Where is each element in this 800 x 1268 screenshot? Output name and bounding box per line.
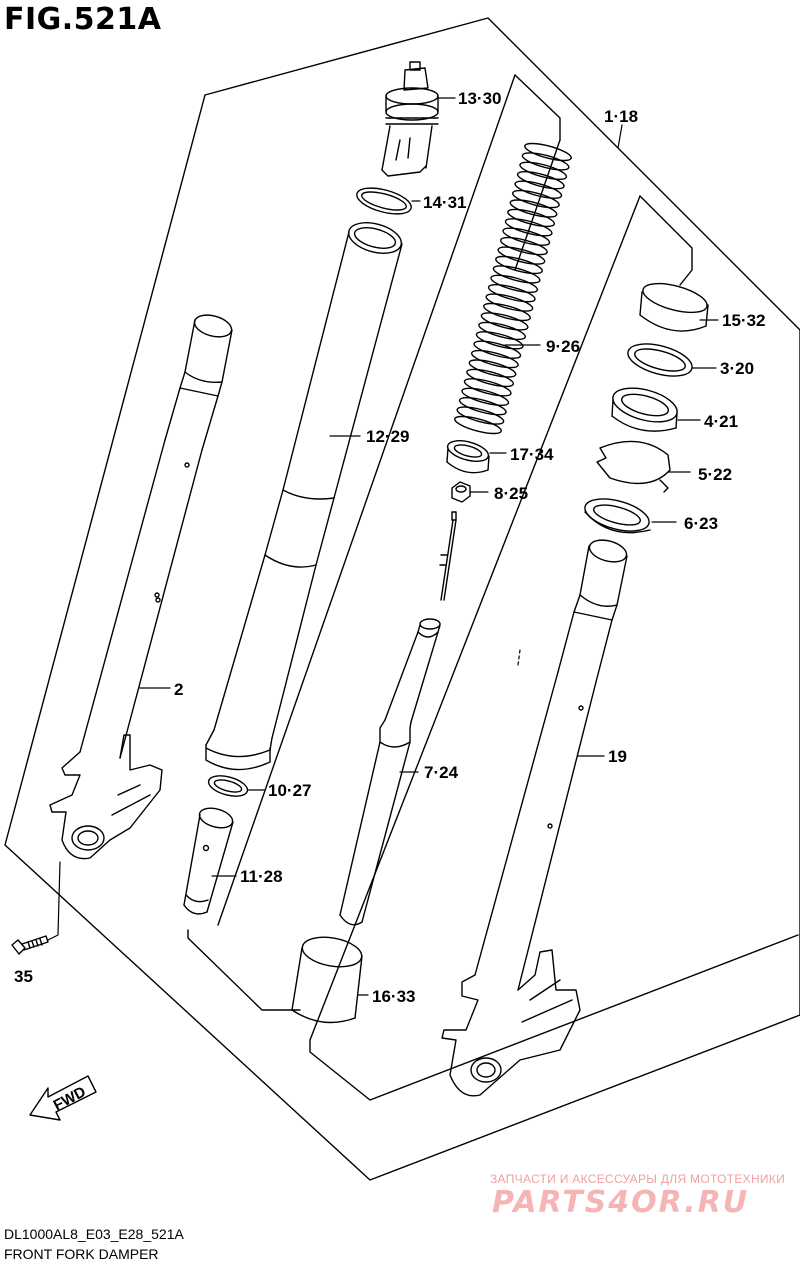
spring-coil — [497, 246, 546, 265]
fwd-label: FWD — [51, 1083, 89, 1114]
watermark-brand: PARTS4OR.RU — [492, 1185, 750, 1220]
part-2-inner-tube — [49, 314, 233, 860]
spring-coil — [456, 406, 505, 425]
spring-coil — [504, 218, 553, 237]
spring-coil — [473, 340, 522, 359]
spring-coil — [487, 284, 536, 303]
spring-coil — [480, 312, 529, 331]
part-17-spacer — [446, 440, 490, 474]
part-10-bushing — [207, 775, 249, 797]
figure-title: FIG.521A — [4, 2, 162, 37]
label-13: 13·30 — [458, 89, 501, 108]
spring-coil — [466, 368, 515, 388]
part-4-oil-seal — [611, 387, 678, 432]
part-3-ring — [627, 343, 693, 377]
label-4: 4·21 — [704, 412, 738, 431]
spring-coil — [478, 321, 527, 341]
part-labels: 13·30 1·18 14·31 15·32 9·26 3·20 4·21 12… — [14, 89, 765, 1114]
figure-caption: FRONT FORK DAMPER — [4, 1246, 159, 1262]
part-15-dust-seal — [639, 282, 709, 332]
label-12: 12·29 — [366, 427, 409, 446]
spring-coil — [483, 302, 531, 322]
spring-coil — [514, 180, 563, 199]
label-35: 35 — [14, 967, 33, 986]
spring-coil — [495, 255, 543, 275]
model-code: DL1000AL8_E03_E28_521A — [4, 1226, 184, 1242]
spring-coil — [524, 142, 572, 162]
spring-coil — [485, 293, 534, 312]
part-9-spring — [454, 142, 572, 435]
spring-coil — [492, 265, 541, 284]
part-5-circlip — [596, 440, 671, 492]
spring-coil — [499, 236, 548, 256]
spring-coil — [521, 152, 570, 171]
label-16: 16·33 — [372, 987, 415, 1006]
part-16-collar — [291, 936, 363, 1024]
part-6-seal — [584, 498, 651, 534]
label-9: 9·26 — [546, 337, 580, 356]
spring-coil — [470, 349, 519, 369]
spring-coil — [454, 415, 502, 435]
spring-coil — [516, 171, 565, 190]
label-11: 11·28 — [240, 867, 283, 886]
part-8-nut — [451, 481, 471, 503]
label-8: 8·25 — [494, 484, 528, 503]
assembly-outline — [4, 17, 800, 1181]
spring-coil — [458, 397, 507, 416]
part-19-inner-tube — [441, 539, 628, 1097]
label-5: 5·22 — [698, 465, 732, 484]
label-15: 15·32 — [722, 311, 765, 330]
label-2: 2 — [174, 680, 183, 699]
part-13-cap-bolt — [381, 61, 439, 177]
fwd-arrow — [29, 1075, 97, 1121]
spring-coil — [475, 331, 524, 350]
part-35-bolt — [11, 935, 49, 955]
spring-coil — [490, 274, 539, 293]
watermark-tagline: ЗАПЧАСТИ И АКСЕССУАРЫ ДЛЯ МОТОТЕХНИКИ — [490, 1172, 786, 1186]
spring-coil — [461, 387, 510, 406]
leader-lines — [47, 97, 719, 996]
spring-coil — [507, 208, 556, 228]
label-3: 3·20 — [720, 359, 754, 378]
spring-coil — [519, 161, 568, 180]
spring-coil — [511, 189, 560, 209]
label-17: 17·34 — [510, 445, 554, 464]
spring-coil — [502, 227, 551, 246]
label-7: 7·24 — [424, 763, 459, 782]
label-6: 6·23 — [684, 514, 718, 533]
part-14-o-ring — [356, 187, 412, 215]
spring-coil — [463, 378, 512, 397]
part-11-slide-tube — [183, 807, 234, 915]
label-19: 19 — [608, 747, 627, 766]
spring-coil — [509, 199, 558, 218]
label-10: 10·27 — [268, 781, 311, 800]
label-1: 1·18 — [604, 107, 638, 126]
part-12-outer-tube — [205, 222, 403, 771]
inner-panel-outline — [514, 74, 561, 141]
spring-coil — [468, 359, 517, 378]
label-14: 14·31 — [423, 193, 466, 212]
part-7-damper-rod — [339, 511, 457, 926]
